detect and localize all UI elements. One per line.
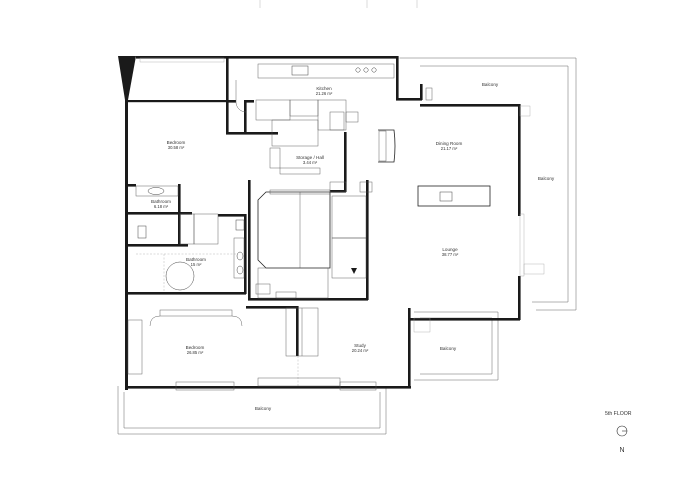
room-area-kitchen: 21.26 m² [316,91,333,96]
room-name-study: Study [354,343,366,348]
interior-details [127,57,545,391]
room-name-bathroom-1: Bathroom [151,199,171,204]
balcony-label-north: Balcony [482,82,499,87]
north-letter: N [619,447,624,454]
room-labels: Kitchen 21.26 m² Bedroom 30.58 m² Storag… [151,82,555,411]
room-name-bedroom-sw: Bedroom [186,345,205,350]
room-area-bathroom-1: 6.18 m² [154,204,169,209]
room-area-dining: 21.17 m² [441,146,458,151]
exterior-walls [118,56,521,390]
north-arrow-icon [616,425,628,437]
room-area-bedroom-sw: 26.85 m² [187,350,204,355]
room-area-bedroom-nw: 30.58 m² [168,145,185,150]
room-name-bedroom-nw: Bedroom [167,140,186,145]
balcony-label-south: Balcony [255,406,272,411]
floor-indicator: 5th FLOOR N [605,411,632,454]
room-area-lounge: 38.77 m² [442,252,459,257]
room-area-storage: 3.44 m² [303,160,318,165]
reference-ticks [259,0,418,8]
floor-label: 5th FLOOR [605,411,632,417]
room-name-lounge: Lounge [442,247,458,252]
room-name-kitchen: Kitchen [316,86,332,91]
room-area-bathroom-2: 15 m² [191,262,202,267]
room-name-bathroom-2: Bathroom [186,257,206,262]
room-name-storage: Storage / Hall [296,155,324,160]
room-area-study: 20.24 m² [352,348,369,353]
balcony-label-east: Balcony [538,176,555,181]
room-name-dining: Dining Room [436,141,463,146]
balcony-label-south-east: Balcony [440,346,457,351]
